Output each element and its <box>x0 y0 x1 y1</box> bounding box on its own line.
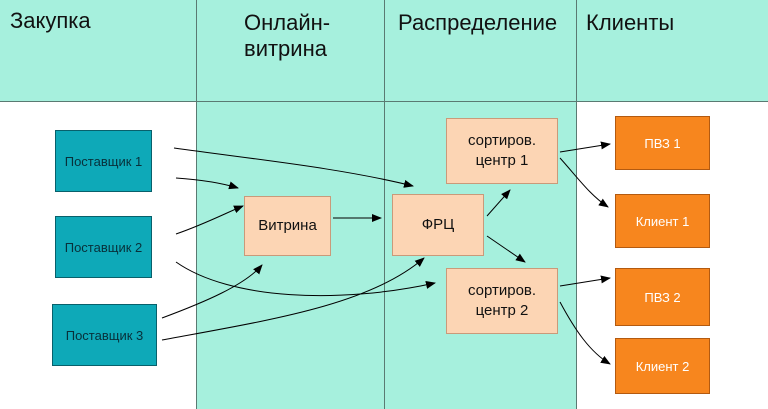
node-supplier-3-label: Поставщик 3 <box>65 327 144 343</box>
lane-clients-title: Клиенты <box>586 10 675 35</box>
arrow-supplier3-showcase <box>161 264 263 319</box>
node-supplier-1-label: Поставщик 1 <box>64 153 143 169</box>
lane-distribution-title: Распределение <box>398 10 558 35</box>
node-sorting-center-1-line2: центр 1 <box>475 152 529 169</box>
node-pvz-2-label: ПВЗ 2 <box>644 289 681 305</box>
node-client-2: Клиент 2 <box>615 338 710 394</box>
node-sorting-center-2-line1: сортиров. <box>467 282 537 299</box>
lane-divider-3 <box>576 0 577 409</box>
arrow-supplier2-showcase <box>175 205 244 235</box>
lane-clients-header <box>576 0 768 102</box>
node-supplier-3: Поставщик 3 <box>52 304 157 366</box>
node-frc-label: ФРЦ <box>421 216 455 233</box>
node-frc: ФРЦ <box>392 194 484 256</box>
node-sorting-center-1-line1: сортиров. <box>467 132 537 149</box>
arrow-supplier2-sort2 <box>175 261 436 297</box>
node-pvz-2: ПВЗ 2 <box>615 268 710 326</box>
lane-procurement-title: Закупка <box>10 8 91 33</box>
arrow-frc-sort2 <box>486 235 526 263</box>
node-sorting-center-2: сортиров. центр 2 <box>446 268 558 334</box>
node-pvz-1: ПВЗ 1 <box>615 116 710 170</box>
arrow-sort1-pvz1 <box>559 141 611 153</box>
node-client-1: Клиент 1 <box>615 194 710 248</box>
arrow-sort2-client2 <box>559 301 611 365</box>
lane-storefront-title-line1: Онлайн- <box>244 10 331 35</box>
lane-procurement-header <box>0 0 196 102</box>
node-client-1-label: Клиент 1 <box>635 213 690 229</box>
node-showcase-label: Витрина <box>258 217 317 234</box>
arrow-supplier1-showcase <box>175 177 239 190</box>
node-supplier-2-label: Поставщик 2 <box>64 239 143 255</box>
lane-storefront-title-line2: витрина <box>244 36 327 61</box>
node-supplier-1: Поставщик 1 <box>55 130 152 192</box>
arrow-sort1-client1 <box>559 157 609 208</box>
node-supplier-2: Поставщик 2 <box>55 216 152 278</box>
arrow-sort2-pvz2 <box>559 275 611 287</box>
lane-divider-2 <box>384 0 385 409</box>
arrow-supplier3-frc <box>161 257 425 341</box>
node-showcase: Витрина <box>244 196 331 256</box>
lane-distribution-header <box>384 0 576 102</box>
node-sorting-center-2-line2: центр 2 <box>475 302 529 319</box>
lane-divider-1 <box>196 0 197 409</box>
node-pvz-1-label: ПВЗ 1 <box>644 135 681 151</box>
node-client-2-label: Клиент 2 <box>635 358 690 374</box>
arrow-frc-sort1 <box>486 189 511 217</box>
node-sorting-center-1: сортиров. центр 1 <box>446 118 558 184</box>
arrow-supplier1-frc <box>173 147 414 188</box>
lane-storefront: Онлайн- витрина <box>196 0 384 409</box>
